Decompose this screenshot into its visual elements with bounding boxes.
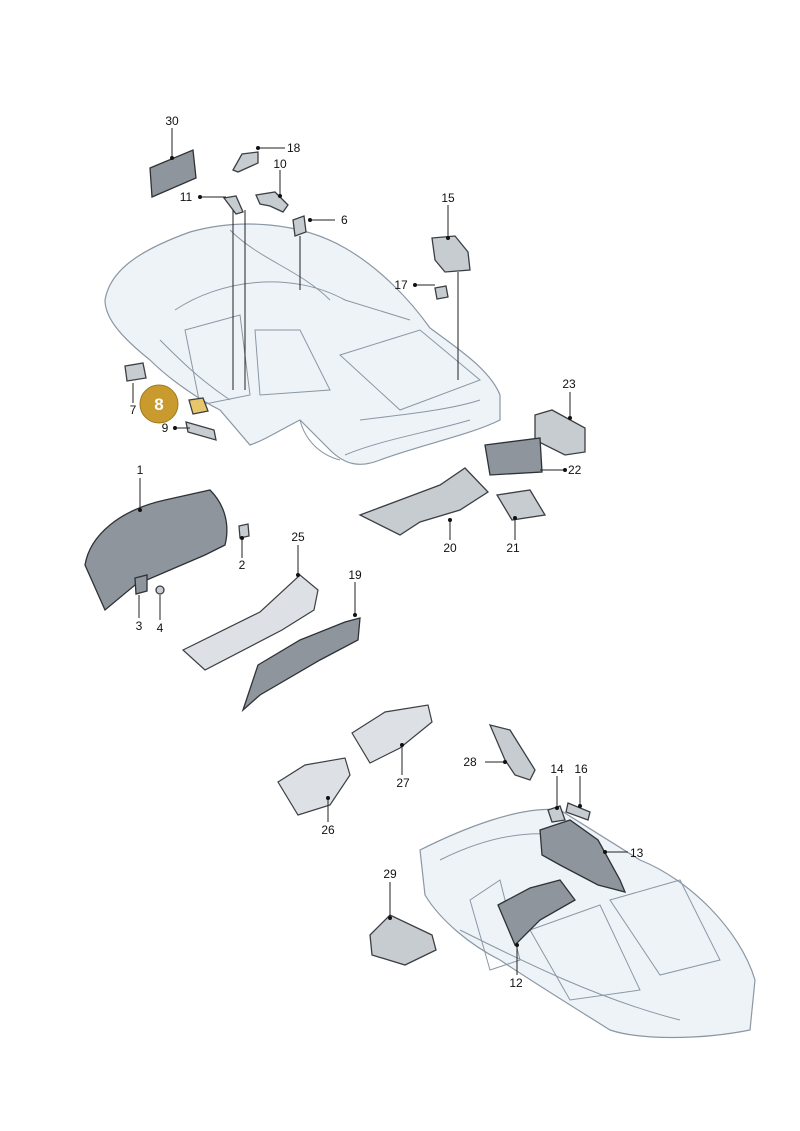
callout-20: 20 [443,541,457,555]
highlight-badge[interactable]: 8 [139,384,179,424]
part-1 [84,489,228,612]
callout-12: 12 [509,976,523,990]
part-28 [488,724,536,781]
part-19 [241,617,361,713]
callout-10: 10 [273,157,287,171]
callout-1: 1 [137,463,144,477]
callout-7: 7 [130,403,137,417]
leader-lines [132,128,628,975]
callout-9: 9 [162,421,169,435]
part-3 [134,574,148,595]
callout-25: 25 [291,530,305,544]
callouts: 30 18 10 11 6 15 17 7 9 23 22 20 21 1 2 … [130,114,644,990]
callout-23: 23 [562,377,576,391]
part-29 [369,914,437,966]
part-27 [351,704,433,764]
part-30-pad [149,149,197,198]
part-4 [155,585,165,595]
callout-15: 15 [441,191,455,205]
part-23 [534,409,586,456]
badge-label: 8 [154,395,163,414]
part-7 [124,362,147,382]
callout-3: 3 [136,619,143,633]
part-13 [539,819,627,893]
callout-18: 18 [287,141,301,155]
callout-11: 11 [180,190,193,204]
leader-dots [138,146,607,947]
callout-29: 29 [383,867,397,881]
car-body-upper [104,223,501,465]
part-17 [434,285,449,300]
part-8 [188,397,209,415]
callout-30: 30 [165,114,179,128]
callout-17: 17 [394,278,408,292]
part-6 [292,215,307,237]
part-18 [232,151,259,173]
part-9 [185,421,217,441]
part-11 [222,195,244,215]
part-26 [277,757,351,816]
part-20 [358,467,490,536]
part-2 [238,523,250,539]
part-15 [431,235,471,273]
callout-16: 16 [574,762,588,776]
callout-4: 4 [157,621,164,635]
callout-19: 19 [348,568,362,582]
callout-2: 2 [239,558,246,572]
callout-13: 13 [630,846,644,860]
callout-6: 6 [341,213,348,227]
callout-21: 21 [506,541,520,555]
callout-27: 27 [396,776,410,790]
callout-22: 22 [568,463,582,477]
callout-26: 26 [321,823,335,837]
callout-14: 14 [550,762,564,776]
callout-28: 28 [463,755,477,769]
part-16 [565,802,591,821]
part-21 [495,489,547,521]
part-10 [255,191,289,213]
part-22 [484,437,543,476]
part-25 [181,574,319,671]
